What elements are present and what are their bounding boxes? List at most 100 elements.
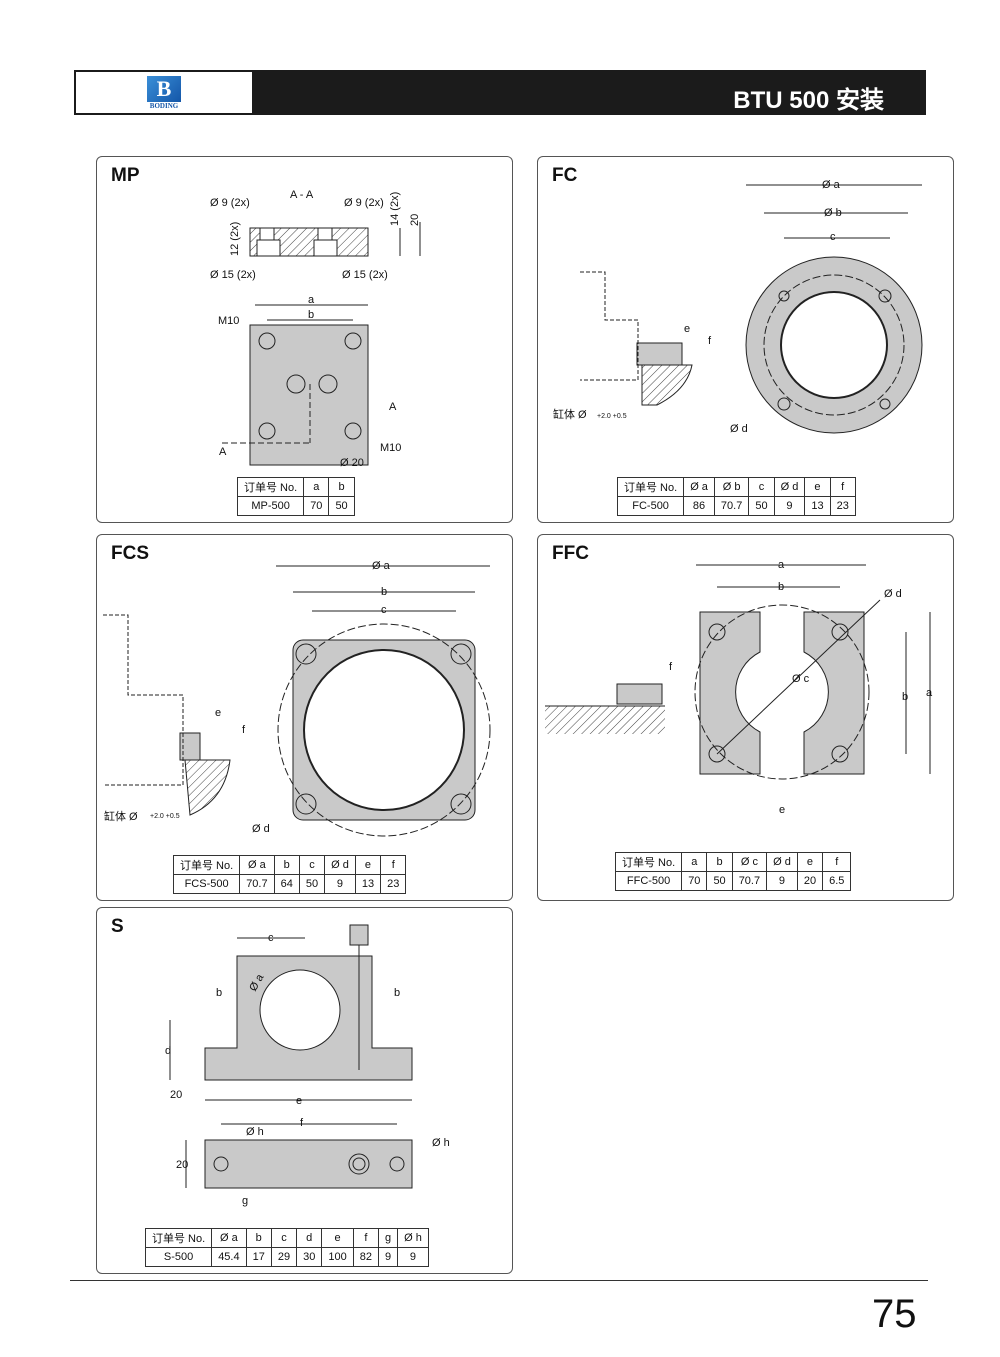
table-header: 订单号 No. — [172, 855, 241, 875]
table-cell: 23 — [829, 496, 856, 516]
table-header: e — [796, 852, 824, 872]
mp-label: A — [389, 401, 397, 413]
fc-label: +2.0 +0.5 — [597, 413, 627, 420]
mp-label: Ø 9 (2x) — [210, 197, 250, 209]
fcs-label: c — [381, 604, 387, 616]
mp-label: 12 (2x) — [229, 222, 241, 256]
ffc-label: Ø d — [884, 588, 902, 600]
ffc-label: b — [778, 581, 784, 593]
table-cell: 30 — [296, 1247, 323, 1267]
panel-title: MP — [111, 165, 140, 186]
table-cell: 70 — [681, 871, 708, 891]
table-header: f — [380, 855, 407, 875]
mp-label: 20 — [409, 214, 421, 226]
s-label: f — [300, 1117, 304, 1129]
table-cell: 70.7 — [239, 874, 275, 894]
table-header: 订单号 No. — [614, 852, 683, 872]
table-cell: 45.4 — [211, 1247, 247, 1267]
table-header: Ø b — [713, 477, 750, 497]
fcs-label: f — [242, 724, 246, 736]
table-cell: 86 — [683, 496, 715, 516]
fcs-label: e — [215, 707, 221, 719]
table-header: Ø a — [683, 477, 715, 497]
table-cell: 9 — [397, 1247, 429, 1267]
mp-label: a — [308, 294, 315, 306]
s-label: Ø h — [246, 1126, 264, 1138]
fc-label: Ø a — [822, 179, 841, 191]
table-header: b — [273, 855, 300, 875]
panel-title: FCS — [111, 543, 149, 564]
fcs-label: Ø d — [252, 823, 270, 835]
table-header: a — [303, 477, 330, 497]
table-header: c — [298, 855, 326, 875]
table-cell: 70.7 — [713, 496, 750, 516]
table-header: e — [354, 855, 382, 875]
s-bottom-view — [185, 1123, 413, 1189]
table-cell: 9 — [324, 874, 356, 894]
table-header: f — [352, 1228, 379, 1248]
fcs-label: 缸体 Ø — [104, 809, 138, 823]
mp-label: Ø 15 (2x) — [342, 269, 388, 281]
ffc-label: b — [902, 691, 908, 703]
table-cell: 9 — [377, 1247, 399, 1267]
fc-label: e — [684, 323, 690, 335]
table-cell: 70 — [303, 496, 330, 516]
table-header: Ø d — [766, 852, 798, 872]
table-header: b — [706, 852, 733, 872]
table-header: 订单号 No. — [236, 477, 305, 497]
s-label: 20 — [176, 1159, 188, 1171]
table-cell: FC-500 — [616, 496, 685, 516]
table-cell: 100 — [321, 1247, 354, 1267]
mp-label: Ø 9 (2x) — [344, 197, 384, 209]
table-cell: 20 — [796, 871, 824, 891]
table-cell: 50 — [748, 496, 775, 516]
logo-text: BODING — [149, 101, 179, 110]
table-header: e — [804, 477, 831, 497]
mp-label: b — [308, 309, 314, 321]
table-cell: 13 — [804, 496, 831, 516]
mp-label: 14 (2x) — [389, 192, 401, 226]
table-header: a — [681, 852, 708, 872]
table-header: Ø c — [731, 852, 768, 872]
page-title: BTU 500 安装 — [733, 87, 884, 114]
mp-label: A — [219, 446, 227, 458]
table-header: Ø d — [773, 477, 806, 497]
fc-label: 缸体 Ø — [553, 407, 587, 421]
table-cell: 6.5 — [822, 871, 852, 891]
mp-label: M10 — [380, 442, 401, 454]
mp-label: A - A — [290, 189, 314, 201]
s-label: g — [242, 1195, 248, 1207]
table-cell: 82 — [352, 1247, 379, 1267]
table-cell: 50 — [328, 496, 355, 516]
table-cell: 50 — [706, 871, 733, 891]
ffc-label: Ø c — [792, 673, 810, 685]
s-label: b — [394, 987, 400, 999]
table-cell: FFC-500 — [614, 871, 683, 891]
table-header: d — [296, 1228, 323, 1248]
s-label: b — [216, 987, 222, 999]
table-header: Ø d — [324, 855, 356, 875]
table-header: Ø a — [239, 855, 275, 875]
table-header: c — [270, 1228, 298, 1248]
fc-flange-view — [580, 184, 923, 434]
fcs-label: Ø a — [372, 560, 391, 572]
s-label: c — [268, 932, 274, 944]
page-number: 75 — [872, 1292, 917, 1336]
table-cell: 50 — [298, 874, 326, 894]
mp-section-view — [249, 222, 421, 257]
fc-label: Ø b — [824, 207, 842, 219]
table-cell: MP-500 — [236, 496, 305, 516]
table-header: Ø a — [211, 1228, 247, 1248]
logo-mark: B — [147, 75, 181, 102]
ffc-label: a — [926, 687, 933, 699]
table-header: c — [748, 477, 775, 497]
table-header: f — [822, 852, 852, 872]
s-front-view — [169, 924, 413, 1101]
boding-logo: B BODING — [76, 72, 252, 113]
table-cell: 17 — [245, 1247, 272, 1267]
